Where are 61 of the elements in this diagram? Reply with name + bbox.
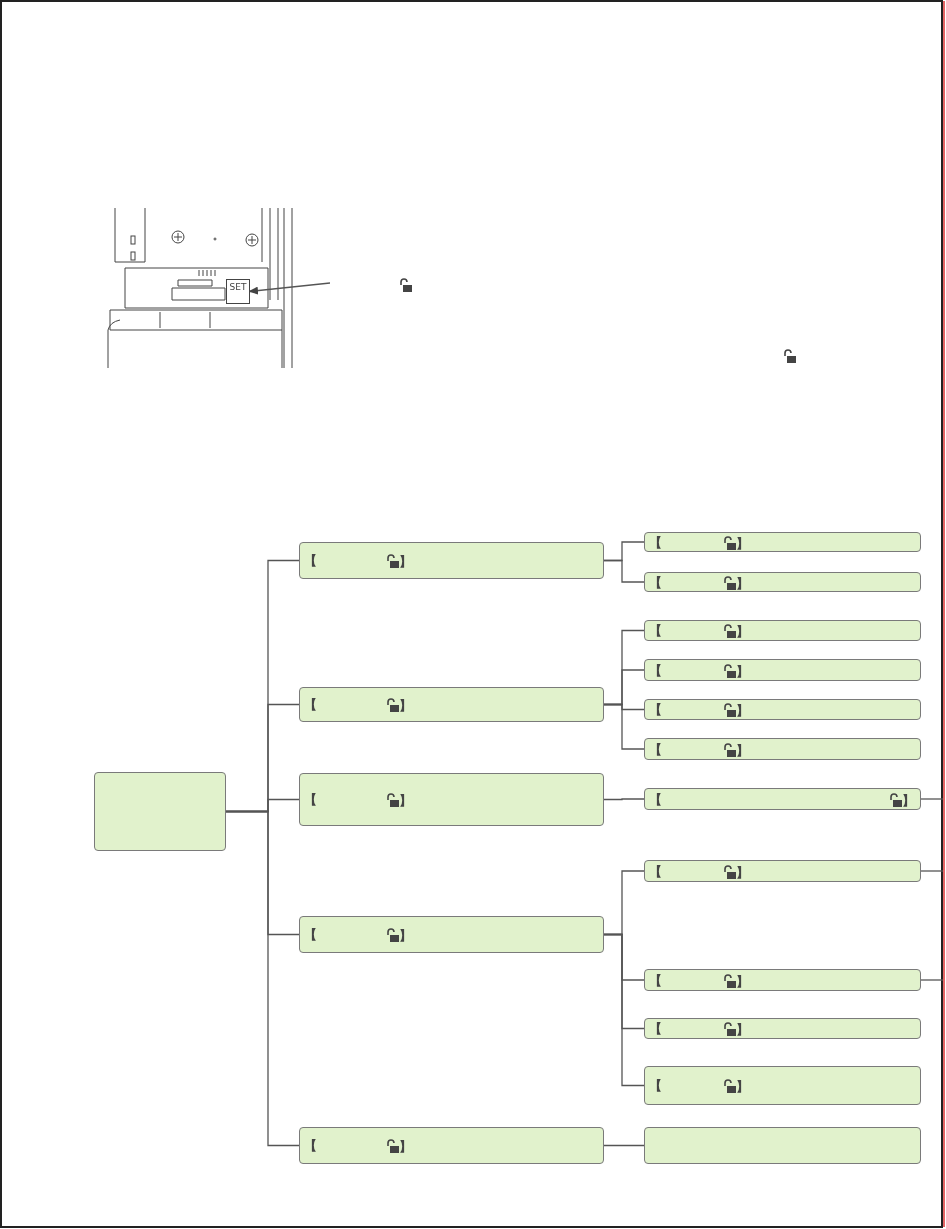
- bracket-text: 【: [649, 792, 662, 806]
- menu-option-box: [299, 773, 604, 826]
- bracket-text: 【: [649, 1079, 662, 1092]
- menu-option-box: [644, 788, 921, 810]
- menu-option-box: [644, 860, 921, 882]
- bracket-text: 】: [736, 1023, 749, 1036]
- menu-option-box: [644, 699, 921, 720]
- connector-line: [920, 798, 944, 800]
- bracket-text: 】: [399, 555, 412, 568]
- bracket-text: 【: [649, 742, 662, 756]
- connector-line: [920, 870, 944, 872]
- bracket-text: 】: [736, 704, 749, 717]
- bracket-text: 】: [399, 929, 412, 942]
- connector-line: [603, 559, 645, 583]
- connector-line: [603, 703, 645, 750]
- bracket-text: 】: [736, 625, 749, 638]
- menu-option-box: [644, 1018, 921, 1039]
- empty-box: [94, 772, 226, 851]
- bracket-text: 】: [736, 743, 749, 757]
- bracket-text: 】: [736, 865, 749, 879]
- connector-line: [603, 1144, 645, 1147]
- bracket-text: 】: [736, 664, 749, 678]
- bracket-text: 【: [649, 1022, 662, 1035]
- bracket-text: 【: [649, 535, 662, 549]
- bracket-text: 】: [399, 794, 412, 807]
- set-button: SET: [226, 279, 250, 304]
- bracket-text: 】: [736, 536, 749, 550]
- connector-line: [603, 933, 645, 1087]
- bracket-text: 】: [399, 1140, 412, 1153]
- menu-option-box: [644, 620, 921, 641]
- bracket-text: 】: [399, 699, 412, 712]
- bracket-text: 】: [902, 793, 915, 807]
- bracket-text: 【: [304, 698, 317, 711]
- bracket-text: 】: [736, 1080, 749, 1093]
- bracket-text: 【: [304, 928, 317, 941]
- menu-option-box: [644, 659, 921, 681]
- connector-line: [920, 979, 944, 981]
- empty-box: [644, 1127, 921, 1164]
- bracket-text: 】: [736, 974, 749, 988]
- leader-arrow: [248, 282, 331, 295]
- bracket-text: 【: [304, 793, 317, 806]
- connector-line: [225, 810, 300, 1147]
- bracket-text: 】: [736, 576, 749, 590]
- bracket-text: 【: [649, 575, 662, 589]
- bracket-text: 【: [649, 663, 662, 677]
- bracket-text: 【: [304, 554, 317, 567]
- bracket-text: 【: [649, 864, 662, 878]
- bracket-text: 【: [304, 1139, 317, 1152]
- menu-option-box: [644, 532, 921, 552]
- menu-option-box: [644, 738, 921, 760]
- bracket-text: 【: [649, 624, 662, 637]
- bracket-text: 【: [649, 703, 662, 716]
- menu-option-box: [644, 572, 921, 592]
- menu-option-box: [644, 969, 921, 991]
- menu-option-box: [299, 1127, 604, 1164]
- connector-line: [603, 798, 645, 801]
- menu-option-box: [299, 542, 604, 579]
- bracket-text: 【: [649, 973, 662, 987]
- menu-option-box: [299, 916, 604, 953]
- menu-option-box: [299, 687, 604, 722]
- menu-option-box: [644, 1066, 921, 1105]
